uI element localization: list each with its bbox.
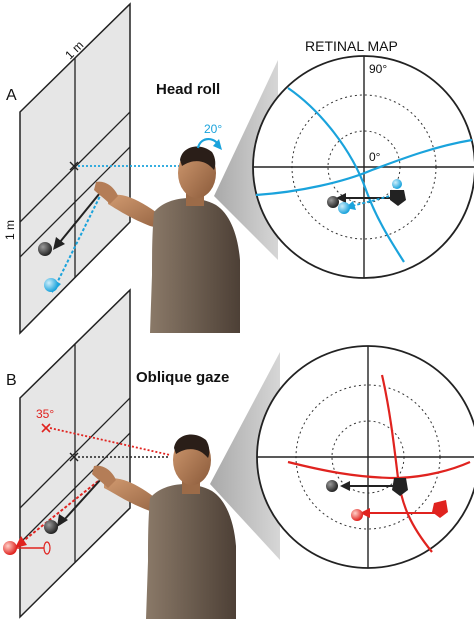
panel-a: A 1 m 1 m bbox=[3, 2, 474, 335]
fixation-mark-b bbox=[69, 452, 79, 462]
target-ball-red-b bbox=[3, 541, 17, 555]
retinal-ball-blue-a bbox=[338, 202, 350, 214]
reach-arrow-blue-a bbox=[55, 187, 105, 286]
panel-b: B 35° bbox=[3, 288, 474, 619]
panel-title-b: Oblique gaze bbox=[136, 369, 229, 386]
retinal-curve-b2 bbox=[287, 460, 471, 480]
reach-arrowhead-dark-b bbox=[57, 514, 68, 527]
hand-icon-b bbox=[392, 478, 408, 496]
retinal-arrowhead-dark-b bbox=[340, 481, 350, 491]
reach-arrowhead-dark-a bbox=[53, 237, 65, 250]
retinal-tick-0: 0° bbox=[369, 150, 381, 164]
target-ball-dark-b bbox=[44, 520, 58, 534]
retinal-ball-dark-a bbox=[327, 196, 339, 208]
reach-arrowhead-red-b bbox=[15, 536, 27, 548]
retinal-map-b bbox=[256, 345, 474, 569]
hand-icon-a bbox=[390, 190, 406, 206]
reach-arrow-red-b bbox=[21, 477, 103, 543]
person-figure-a bbox=[94, 146, 240, 333]
oblique-gaze-line bbox=[49, 427, 171, 456]
retinal-tick-90: 90° bbox=[369, 62, 387, 76]
hand-icon-red-b bbox=[432, 500, 448, 518]
target-ball-blue-a bbox=[44, 278, 58, 292]
retinal-ball-blue-top-a bbox=[392, 179, 402, 189]
head-roll-arrowhead bbox=[213, 139, 222, 150]
retinal-ball-red-b bbox=[351, 509, 363, 521]
panel-letter-a: A bbox=[6, 87, 17, 104]
panel-letter-b: B bbox=[6, 372, 17, 389]
retinal-curve-a2 bbox=[255, 138, 473, 197]
oblique-angle-label: 35° bbox=[36, 407, 54, 421]
target-ball-dark-a bbox=[38, 242, 52, 256]
board-grid-horizontal-lower-b bbox=[19, 432, 131, 544]
projection-cone-b bbox=[210, 352, 280, 560]
retinal-arrowhead-red-b bbox=[360, 508, 370, 518]
reach-arrow-dark-a bbox=[59, 187, 105, 243]
retinal-map-title: RETINAL MAP bbox=[305, 38, 398, 54]
retinal-arrowhead-dark-a bbox=[336, 193, 346, 203]
retinal-ball-dark-b bbox=[326, 480, 338, 492]
panel-title-a: Head roll bbox=[156, 81, 220, 98]
retinal-map-a bbox=[252, 55, 474, 279]
scale-label-side: 1 m bbox=[3, 220, 17, 240]
board-grid-horizontal-upper-b bbox=[19, 397, 131, 509]
reach-arrow-dark-b bbox=[63, 477, 103, 521]
oblique-gaze-mark bbox=[41, 423, 51, 433]
fixation-mark-a bbox=[69, 161, 79, 171]
retinal-arrow-blue-a bbox=[351, 194, 395, 207]
retinal-curve-a1 bbox=[287, 87, 405, 263]
red-offset-ring bbox=[43, 541, 51, 555]
head-roll-angle-label: 20° bbox=[204, 122, 222, 136]
person-figure-b bbox=[92, 434, 236, 619]
